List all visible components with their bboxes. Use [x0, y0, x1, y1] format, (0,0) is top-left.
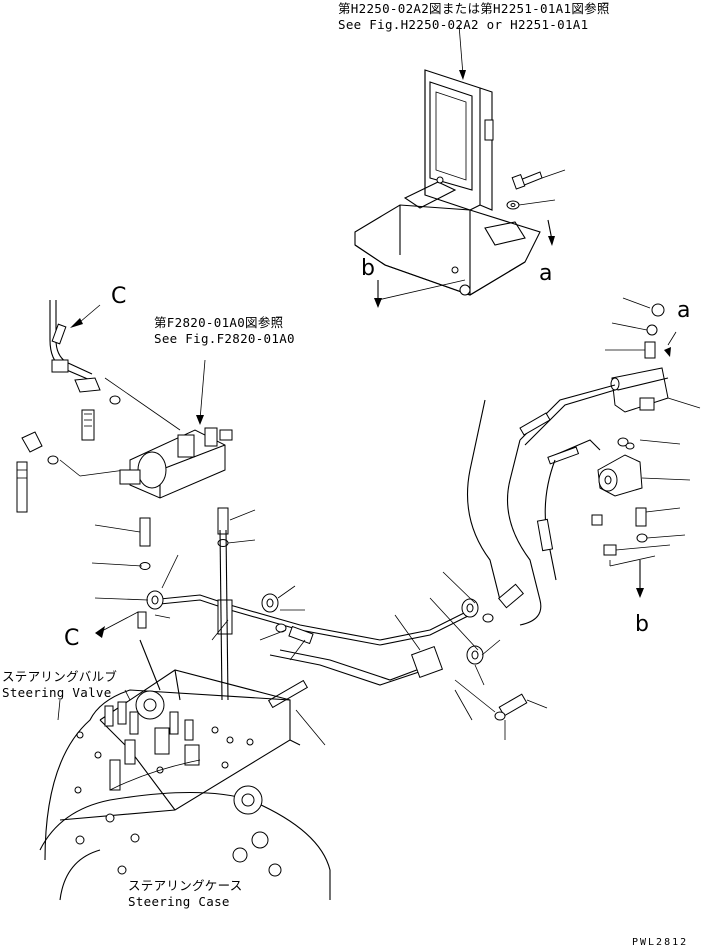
frame-reference-en: See Fig.H2250-02A2 or H2251-01A1 — [338, 17, 589, 32]
bracket-arrows — [374, 24, 555, 308]
frame-reference-jp: 第H2250-02A2図または第H2251-01A1図参照 — [338, 1, 610, 16]
connector-a-lower: a — [677, 298, 691, 323]
bracket-frame — [354, 69, 541, 296]
steering-valve-assembly — [39, 669, 331, 901]
leader-lines — [91, 509, 548, 746]
pressure-switch — [591, 437, 691, 598]
bracket-bolt — [506, 169, 566, 210]
connector-c-upper: C — [111, 284, 127, 309]
connector-b-upper: b — [361, 256, 375, 281]
right-valve-block — [605, 297, 701, 413]
steering-case-label-jp: ステアリングケース — [128, 878, 243, 893]
drawing-code: PWL2812 — [632, 937, 689, 948]
internal-tubes — [109, 529, 229, 791]
valve-reference-jp: 第F2820-01A0図参照 — [154, 315, 284, 330]
steering-valve-label-en: Steering Valve — [2, 685, 112, 700]
connector-c-lower: C — [64, 626, 80, 651]
valve-reference-en: See Fig.F2820-01A0 — [154, 331, 295, 346]
steering-valve-label-jp: ステアリングバルブ — [2, 669, 118, 684]
left-pipe-assembly — [16, 300, 181, 513]
solenoid-valve — [119, 359, 233, 499]
connector-a-upper: a — [539, 261, 553, 286]
hose-clamps — [137, 507, 528, 721]
steering-case-label-en: Steering Case — [128, 894, 230, 909]
connector-b-lower: b — [635, 612, 649, 637]
